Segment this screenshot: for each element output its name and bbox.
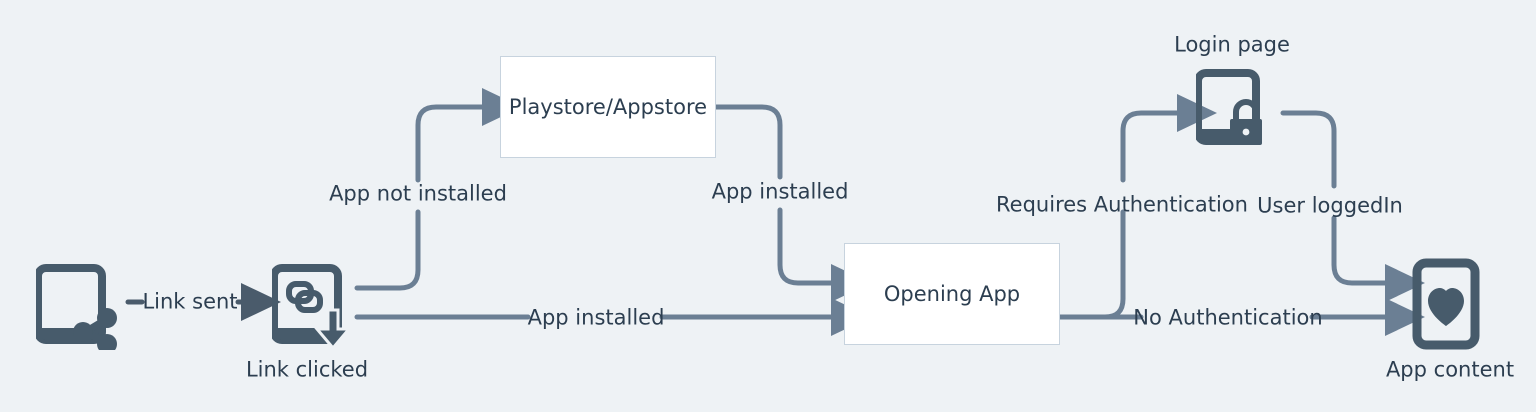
edge-label-app-installed-top: App installed bbox=[711, 179, 849, 204]
node-playstore-appstore[interactable]: Playstore/Appstore bbox=[500, 56, 716, 158]
caption-link-clicked: Link clicked bbox=[245, 357, 369, 382]
phone-share-icon bbox=[36, 264, 117, 350]
edge-label-app-not-installed: App not installed bbox=[329, 181, 507, 206]
edge-label-no-authentication: No Authentication bbox=[1133, 305, 1323, 330]
edge-label-link-sent: Link sent bbox=[142, 289, 238, 314]
edge-app-installed-top-upper bbox=[713, 104, 783, 180]
edge-label-app-installed-direct: App installed bbox=[527, 305, 665, 330]
edge-app-not-installed-lower bbox=[354, 209, 421, 291]
edge-requires-auth-upper bbox=[1120, 94, 1217, 183]
edge-requires-auth-lower bbox=[1057, 209, 1126, 320]
edge-user-loggedin-upper bbox=[1280, 110, 1337, 189]
edge-label-requires-authentication: Requires Authentication bbox=[996, 192, 1248, 217]
playstore-appstore-label: Playstore/Appstore bbox=[508, 95, 708, 119]
phone-lock-icon bbox=[1196, 69, 1262, 145]
edge-app-not-installed-upper bbox=[415, 88, 522, 183]
edge-app-installed-top-lower bbox=[777, 207, 871, 302]
edge-user-loggedin-lower bbox=[1331, 215, 1425, 302]
phone-link-download-icon bbox=[272, 264, 353, 350]
opening-app-label: Opening App bbox=[883, 282, 1021, 306]
edge-label-user-loggedin: User loggedIn bbox=[1257, 193, 1403, 218]
phone-heart-icon bbox=[1412, 258, 1480, 350]
node-opening-app[interactable]: Opening App bbox=[844, 243, 1060, 345]
caption-app-content: App content bbox=[1385, 357, 1515, 382]
caption-login-page: Login page bbox=[1174, 32, 1290, 57]
